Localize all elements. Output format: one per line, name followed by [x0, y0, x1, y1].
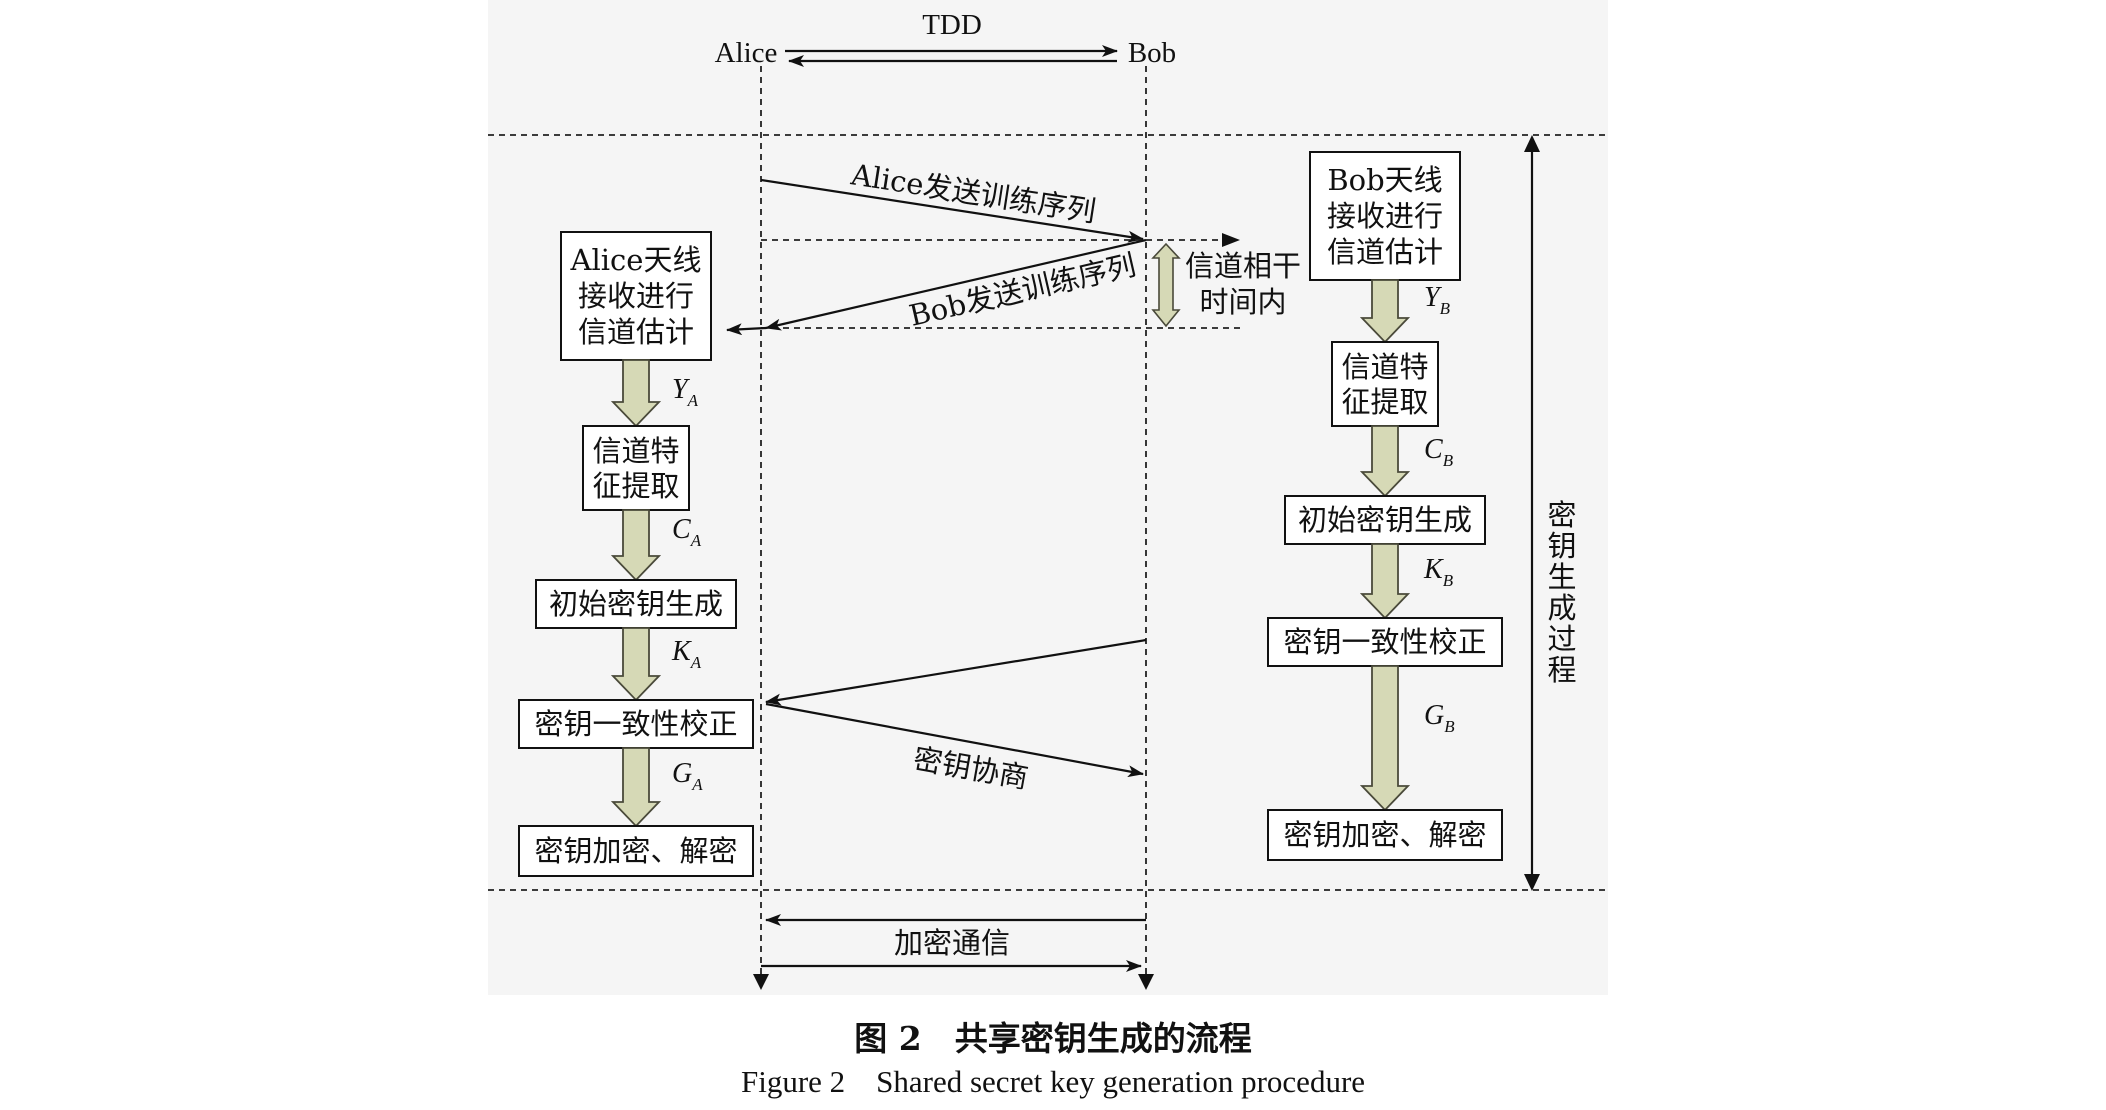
key-generation-side-label: 密 钥 生 成 过 程: [1547, 498, 1576, 687]
bob-k-label: KB: [1423, 554, 1454, 590]
negotiation-arrow-to-alice: [765, 638, 1147, 706]
bob-extract-line2: 征提取: [1341, 385, 1428, 419]
alice-flow-arrow-c: [610, 509, 662, 582]
bob-flow-arrow-g: [1359, 665, 1411, 812]
bob-reconcile-label: 密钥一致性校正: [1283, 625, 1486, 659]
alice-extract-line2: 征提取: [592, 469, 679, 503]
alice-flow-arrow-g: [610, 747, 662, 828]
tdd-label: TDD: [922, 9, 982, 41]
bob-crypto-label: 密钥加密、解密: [1283, 818, 1486, 852]
bob-flow-arrow-k: [1359, 543, 1411, 620]
bob-flow-arrow-c: [1359, 425, 1411, 498]
caption-cn: 图 2 共享密钥生成的流程: [854, 1019, 1251, 1058]
alice-crypto-label: 密钥加密、解密: [534, 834, 737, 868]
alice-c-label: CA: [672, 514, 702, 550]
alice-estimate-line1: Alice天线: [570, 243, 702, 277]
svg-text:生: 生: [1547, 560, 1576, 594]
bob-c-label: CB: [1424, 434, 1454, 470]
svg-text:密: 密: [1547, 498, 1576, 532]
bob-extract-box: [1331, 341, 1439, 427]
alice-label: Alice: [715, 37, 778, 69]
alice-flow-arrow-y: [610, 359, 662, 428]
coherence-label-line1: 信道相干: [1185, 249, 1301, 283]
alice-crypto-box: [518, 825, 754, 877]
bob-extract-line1: 信道特: [1341, 350, 1428, 384]
bob-estimate-box: [1309, 151, 1461, 281]
bob-training-extension: [726, 323, 767, 336]
alice-estimate-line2: 接收进行: [578, 279, 694, 313]
bob-label: Bob: [1128, 37, 1176, 69]
alice-k-label: KA: [671, 636, 702, 672]
alice-flow-arrow-k: [610, 627, 662, 702]
alice-initial-key-label: 初始密钥生成: [549, 587, 723, 621]
bob-y-label: YB: [1424, 282, 1451, 318]
bob-initial-key-box: [1284, 495, 1486, 545]
alice-initial-key-box: [535, 579, 737, 629]
coherence-double-arrow: [1151, 242, 1181, 328]
bob-flow-arrow-y: [1359, 279, 1411, 344]
svg-text:程: 程: [1547, 653, 1576, 687]
bob-initial-key-label: 初始密钥生成: [1298, 503, 1472, 537]
alice-training-arrow: [760, 178, 1144, 243]
alice-estimate-line3: 信道估计: [578, 315, 694, 349]
alice-reconcile-label: 密钥一致性校正: [534, 707, 737, 741]
encrypted-label: 加密通信: [894, 926, 1010, 960]
alice-y-label: YA: [672, 374, 699, 410]
coherence-label-line2: 时间内: [1199, 285, 1286, 319]
alice-estimate-box: [560, 231, 712, 361]
bob-reconcile-box: [1267, 617, 1503, 667]
bob-g-label: GB: [1424, 700, 1455, 736]
bob-estimate-line1: Bob天线: [1327, 163, 1442, 197]
alice-reconcile-box: [518, 699, 754, 749]
bob-estimate-line2: 接收进行: [1327, 199, 1443, 233]
svg-text:过: 过: [1547, 622, 1576, 656]
alice-g-label: GA: [672, 758, 703, 794]
alice-extract-line1: 信道特: [592, 434, 679, 468]
bob-training-arrow: [765, 238, 1147, 331]
bob-estimate-line3: 信道估计: [1327, 235, 1443, 269]
svg-text:钥: 钥: [1547, 529, 1576, 563]
bob-crypto-box: [1267, 809, 1503, 861]
caption-en: Figure 2 Shared secret key generation pr…: [741, 1064, 1365, 1099]
svg-text:成: 成: [1547, 591, 1576, 625]
alice-extract-box: [582, 425, 690, 511]
negotiation-arrow-to-bob: [765, 702, 1144, 778]
